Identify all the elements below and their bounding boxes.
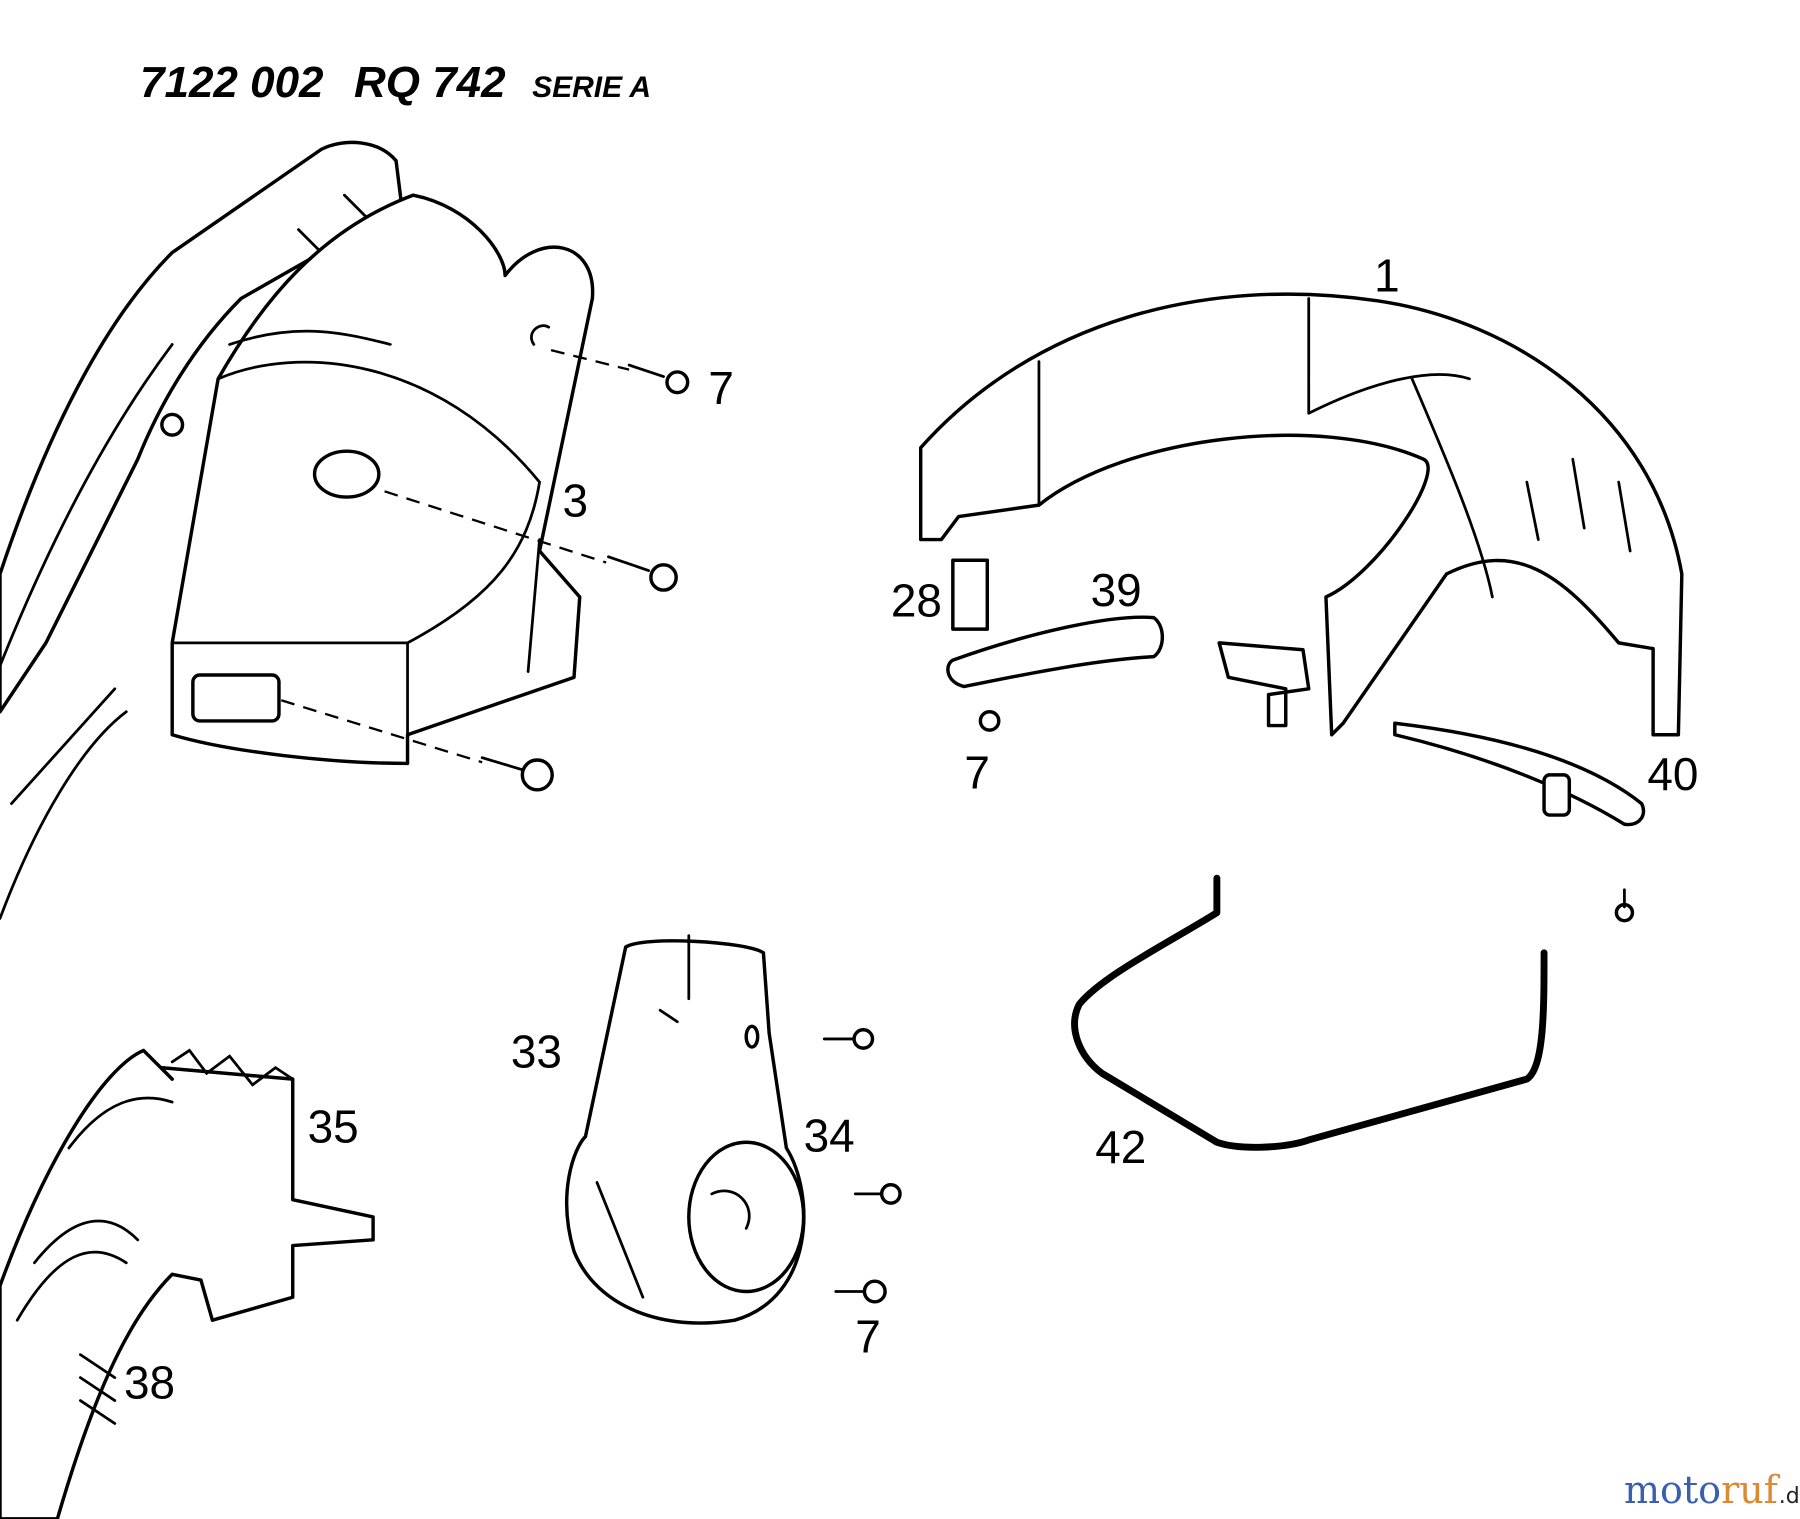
- handle-shaft-drawing: [0, 140, 404, 920]
- callout-38: 38: [124, 1356, 175, 1408]
- model-name: RQ 742: [353, 58, 506, 107]
- part-42-bail-wire: [1071, 874, 1548, 1151]
- callout-28: 28: [891, 574, 942, 626]
- series-label: SERIE A: [532, 71, 651, 104]
- callout-7-bottom: 7: [855, 1310, 881, 1362]
- diagram-title: 7122 002 RQ 742 SERIE A: [140, 58, 651, 108]
- screws-left: [280, 349, 690, 792]
- part-35-38-lower-housing: [0, 1048, 375, 1519]
- watermark-suffix: .de: [1778, 1484, 1800, 1509]
- callout-33: 33: [511, 1026, 562, 1078]
- callout-42: 42: [1095, 1121, 1146, 1173]
- callout-40: 40: [1647, 748, 1698, 800]
- callout-7-top: 7: [708, 362, 734, 414]
- part-3-gear-housing: [170, 193, 595, 766]
- callout-35: 35: [308, 1100, 359, 1152]
- small-parts-right: [946, 558, 1646, 923]
- callout-39: 39: [1091, 564, 1142, 616]
- callout-1: 1: [1374, 250, 1400, 302]
- part-1-grass-guard: [918, 292, 1684, 737]
- watermark-text: moto: [1624, 1468, 1722, 1512]
- screws-center: [822, 1028, 902, 1304]
- callout-7-right: 7: [964, 747, 990, 799]
- watermark-text-2: ruf: [1721, 1468, 1778, 1512]
- watermark-logo: motoruf.de: [1624, 1468, 1800, 1512]
- callout-34: 34: [804, 1109, 855, 1161]
- callout-3: 3: [563, 475, 589, 527]
- part-33-34-clamp: [565, 934, 806, 1325]
- part-number: 7122 002: [140, 58, 324, 107]
